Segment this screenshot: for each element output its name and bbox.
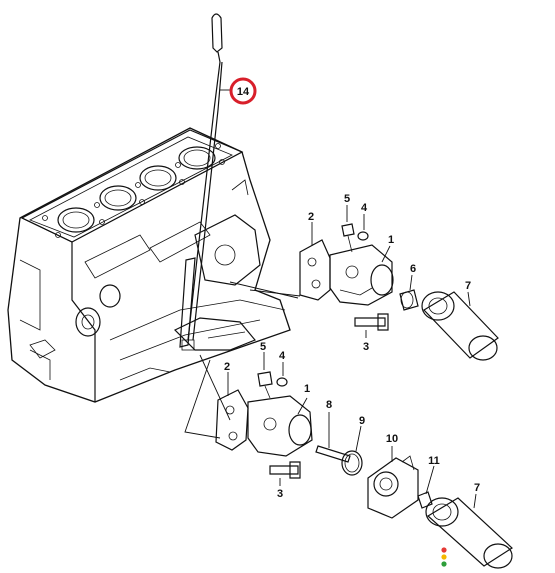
callout-label-lower-stud: 8 bbox=[326, 399, 332, 411]
dipstick bbox=[179, 13, 223, 351]
callout-label-lower-cooler: 10 bbox=[386, 433, 398, 445]
lower-assembly: 2 1 5 4 3 8 9 10 bbox=[184, 341, 513, 569]
callout-label-upper-bolt-bottom: 3 bbox=[363, 341, 369, 353]
callout-14: 14 bbox=[220, 77, 257, 105]
callout-label-upper-gasket: 2 bbox=[308, 211, 314, 223]
callout-label-upper-bolt-top: 5 bbox=[344, 193, 350, 205]
callout-label-lower-gasket: 2 bbox=[224, 361, 230, 373]
status-dots bbox=[441, 547, 447, 567]
engine-block bbox=[7, 127, 291, 403]
callout-label-upper-filter: 7 bbox=[465, 280, 471, 292]
upper-assembly: 2 1 5 4 3 6 7 bbox=[229, 193, 499, 361]
status-dot-red bbox=[441, 547, 447, 553]
callout-label-lower-housing: 1 bbox=[304, 383, 310, 395]
callout-label-lower-filter: 7 bbox=[474, 482, 480, 494]
highlight-circle bbox=[229, 77, 257, 105]
callout-label-upper-check-valve: 6 bbox=[410, 263, 416, 275]
status-dot-yellow bbox=[441, 554, 447, 560]
callout-label-lower-nut: 11 bbox=[428, 455, 440, 467]
callout-label-lower-bolt-bottom: 3 bbox=[277, 488, 283, 500]
callout-label-lower-bolt-top: 5 bbox=[260, 341, 266, 353]
callout-label-lower-washer: 4 bbox=[279, 350, 286, 362]
callout-label-dipstick: 14 bbox=[237, 86, 250, 98]
callout-label-lower-o-ring: 9 bbox=[359, 415, 365, 427]
callout-label-upper-washer: 4 bbox=[361, 202, 368, 214]
callout-label-upper-housing: 1 bbox=[388, 234, 394, 246]
status-dot-green bbox=[441, 561, 447, 567]
